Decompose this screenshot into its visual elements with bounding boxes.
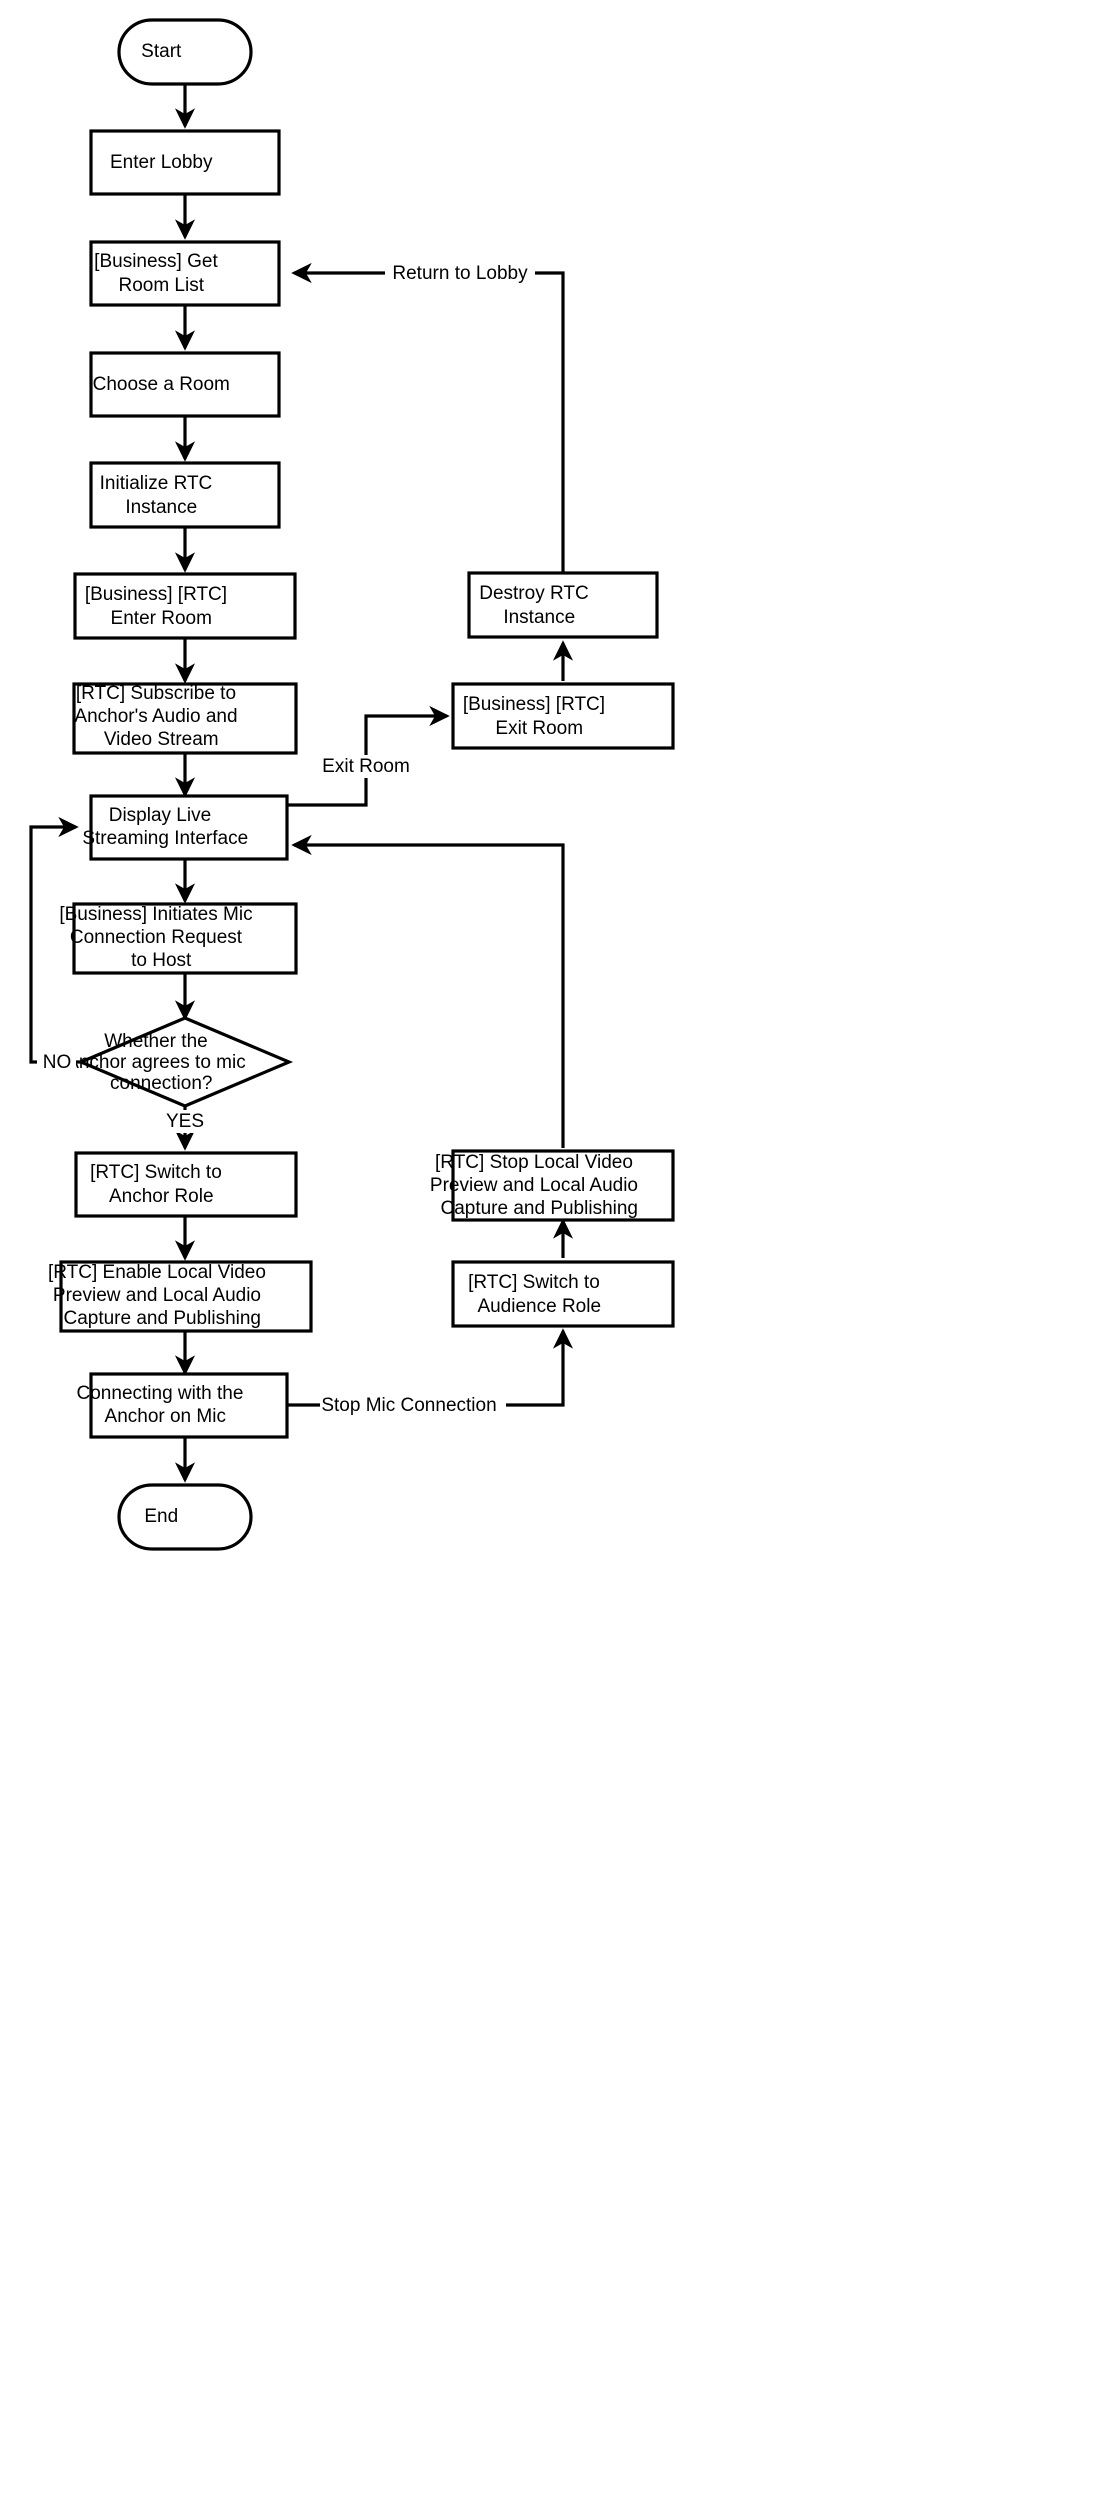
stop-mic-connection-label-text: Stop Mic Connection (321, 1395, 496, 1416)
node-decision[interactable]: Whether the Anchor agrees to mic connect… (66, 1016, 304, 1108)
node-enter-lobby-label: Enter Lobby (110, 152, 260, 173)
initiate-mic-shape (72, 902, 298, 975)
node-subscribe[interactable]: [RTC] Subscribe to Anchor's Audio and Vi… (72, 682, 298, 755)
no-label-bg (37, 1051, 76, 1074)
node-get-room-list-label: [Business] Get Room List (94, 251, 276, 296)
node-start-label: Start (141, 41, 229, 62)
exit-room-label-bg (320, 755, 413, 778)
edge-label-stop-mic-connection: Stop Mic Connection (320, 1394, 506, 1417)
switch-anchor-shape (74, 1151, 298, 1218)
display-live-shape (89, 794, 289, 861)
node-exit-room[interactable]: [Business] [RTC] Exit Room (451, 682, 675, 750)
node-display-live-label: Display Live Streaming Interface (82, 805, 295, 849)
edge-destroy-rtc-to-get-room-list (291, 262, 565, 572)
yes-label-text: YES (166, 1111, 204, 1132)
node-end[interactable]: End (117, 1483, 253, 1551)
node-decision-label: Whether the Anchor agrees to mic connect… (66, 1031, 304, 1094)
edge-label-return-to-lobby: Return to Lobby (385, 262, 535, 285)
edge-labels-layer: Return to Lobby Exit Room NO YES Stop Mi… (37, 262, 535, 1417)
get-room-list-shape (89, 240, 281, 307)
edge-label-exit-room: Exit Room (320, 755, 413, 778)
yes-label-bg (157, 1110, 213, 1133)
node-switch-audience[interactable]: [RTC] Switch to Audience Role (451, 1260, 675, 1328)
edge-label-no: NO (37, 1051, 76, 1074)
node-enable-local-label: [RTC] Enable Local Video Preview and Loc… (48, 1262, 324, 1329)
node-end-label: End (144, 1506, 225, 1527)
node-exit-room-label: [Business] [RTC] Exit Room (463, 694, 663, 739)
node-enter-lobby[interactable]: Enter Lobby (89, 129, 281, 196)
node-display-live[interactable]: Display Live Streaming Interface (82, 794, 295, 861)
edge-stop-local-to-display-live (291, 834, 565, 1148)
choose-room-shape (89, 351, 281, 418)
node-init-rtc-label: Initialize RTC Instance (100, 473, 271, 518)
edge-label-yes: YES (157, 1110, 213, 1133)
node-enter-room[interactable]: [Business] [RTC] Enter Room (73, 572, 297, 640)
subscribe-shape (72, 682, 298, 755)
enter-room-shape (73, 572, 297, 640)
stop-local-shape (451, 1149, 675, 1222)
start-shape (117, 18, 253, 86)
node-get-room-list[interactable]: [Business] Get Room List (89, 240, 281, 307)
exit-room-shape (451, 682, 675, 750)
return-to-lobby-label-text: Return to Lobby (392, 263, 528, 284)
stop-mic-connection-label-bg (320, 1394, 506, 1417)
decision-shape (76, 1016, 294, 1108)
node-connecting-label: Connecting with the Anchor on Mic (77, 1383, 302, 1427)
node-subscribe-label: [RTC] Subscribe to Anchor's Audio and Vi… (74, 683, 295, 750)
node-initiate-mic[interactable]: [Business] Initiates Mic Connection Requ… (59, 902, 310, 975)
node-destroy-rtc-label: Destroy RTC Instance (479, 583, 647, 628)
node-enter-room-label: [Business] [RTC] Enter Room (85, 584, 285, 629)
node-stop-local[interactable]: [RTC] Stop Local Video Preview and Local… (430, 1149, 696, 1222)
switch-audience-shape (451, 1260, 675, 1328)
exit-room-label-text: Exit Room (322, 756, 410, 777)
end-shape (117, 1483, 253, 1551)
node-enable-local[interactable]: [RTC] Enable Local Video Preview and Loc… (48, 1260, 324, 1333)
node-choose-room-label: Choose a Room (93, 374, 278, 395)
edge-connecting-to-switch-audience (287, 1328, 574, 1407)
node-switch-anchor[interactable]: [RTC] Switch to Anchor Role (74, 1151, 298, 1218)
enter-lobby-shape (89, 129, 281, 196)
node-connecting[interactable]: Connecting with the Anchor on Mic (77, 1372, 302, 1439)
connecting-shape (89, 1372, 289, 1439)
node-stop-local-label: [RTC] Stop Local Video Preview and Local… (430, 1152, 696, 1219)
nodes-layer: Start Enter Lobby [Business] Get Room Li… (48, 18, 696, 1551)
node-init-rtc[interactable]: Initialize RTC Instance (89, 461, 281, 529)
no-label-text: NO (43, 1052, 72, 1073)
node-start[interactable]: Start (117, 18, 253, 86)
return-to-lobby-label-bg (385, 262, 535, 285)
enable-local-shape (59, 1260, 313, 1333)
node-switch-anchor-label: [RTC] Switch to Anchor Role (90, 1162, 280, 1207)
init-rtc-shape (89, 461, 281, 529)
destroy-rtc-shape (467, 571, 659, 639)
node-destroy-rtc[interactable]: Destroy RTC Instance (467, 571, 659, 639)
node-choose-room[interactable]: Choose a Room (89, 351, 281, 418)
node-initiate-mic-label: [Business] Initiates Mic Connection Requ… (59, 904, 310, 971)
node-switch-audience-label: [RTC] Switch to Audience Role (468, 1272, 658, 1317)
